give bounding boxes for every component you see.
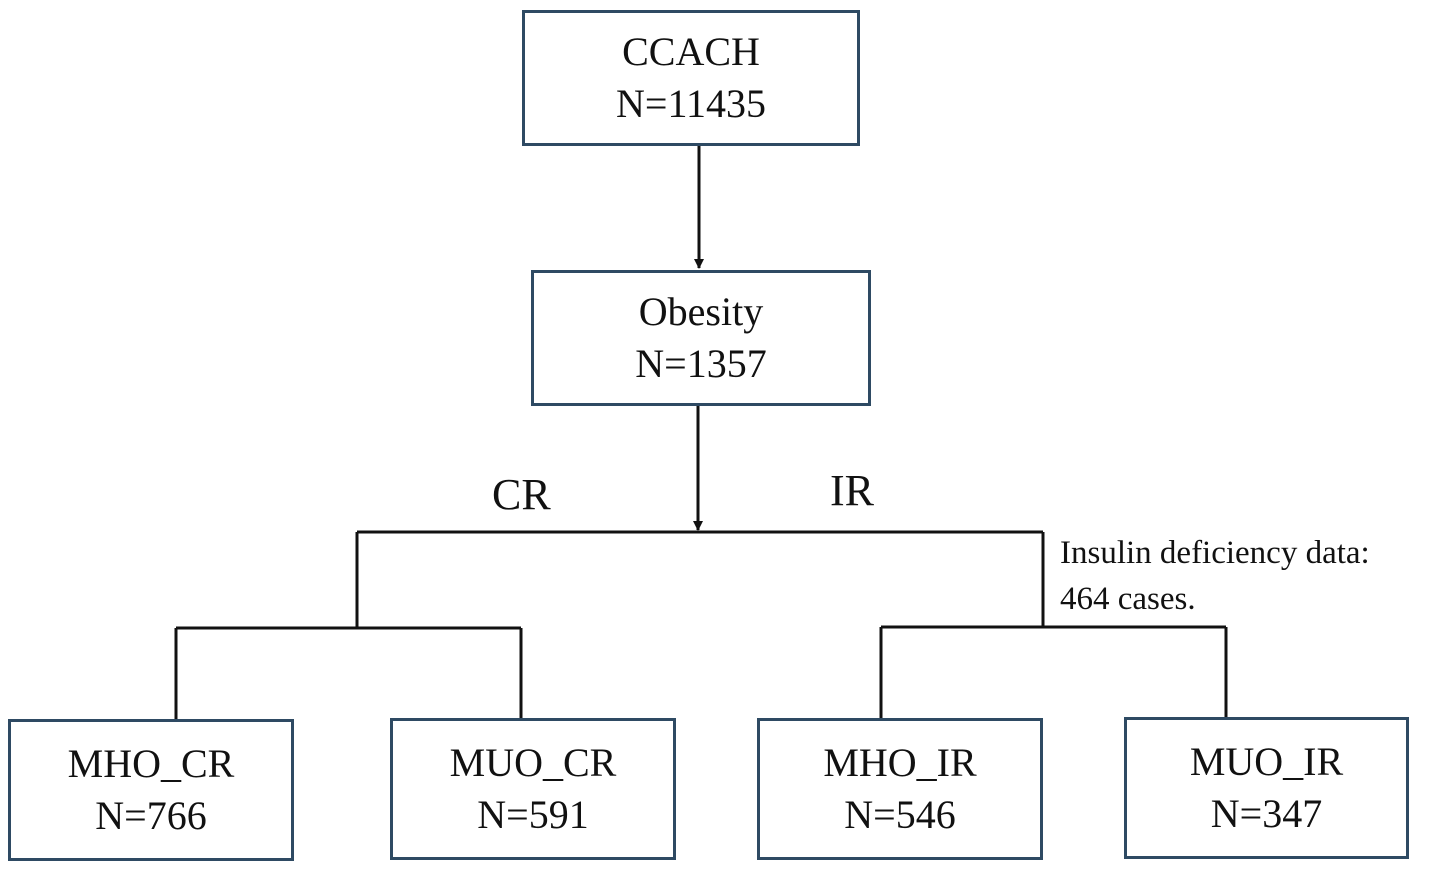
node-mho-ir: MHO_IR N=546 bbox=[757, 718, 1043, 860]
node-mho-cr-name: MHO_CR bbox=[67, 741, 235, 786]
node-obesity-name: Obesity bbox=[638, 289, 764, 334]
node-ccach-count: N=11435 bbox=[616, 81, 766, 126]
insulin-deficiency-note: Insulin deficiency data: 464 cases. bbox=[1060, 530, 1370, 622]
node-muo-cr: MUO_CR N=591 bbox=[390, 718, 676, 860]
node-obesity: Obesity N=1357 bbox=[531, 270, 871, 406]
node-ccach: CCACH N=11435 bbox=[522, 10, 860, 146]
branch-label-ir: IR bbox=[830, 466, 874, 515]
branch-label-cr: CR bbox=[492, 470, 551, 519]
node-muo-cr-count: N=591 bbox=[477, 792, 589, 837]
node-muo-ir-count: N=347 bbox=[1210, 791, 1323, 836]
node-muo-cr-name: MUO_CR bbox=[449, 740, 617, 785]
node-obesity-count: N=1357 bbox=[635, 341, 767, 386]
node-mho-cr: MHO_CR N=766 bbox=[8, 719, 294, 861]
node-ccach-name: CCACH bbox=[622, 29, 760, 74]
node-mho-cr-count: N=766 bbox=[95, 793, 207, 838]
node-mho-ir-name: MHO_IR bbox=[823, 740, 977, 785]
node-muo-ir-name: MUO_IR bbox=[1189, 739, 1344, 784]
node-mho-ir-count: N=546 bbox=[844, 792, 956, 837]
note-line-2: 464 cases. bbox=[1060, 581, 1196, 617]
note-line-1: Insulin deficiency data: bbox=[1060, 535, 1370, 571]
node-muo-ir: MUO_IR N=347 bbox=[1124, 717, 1409, 859]
